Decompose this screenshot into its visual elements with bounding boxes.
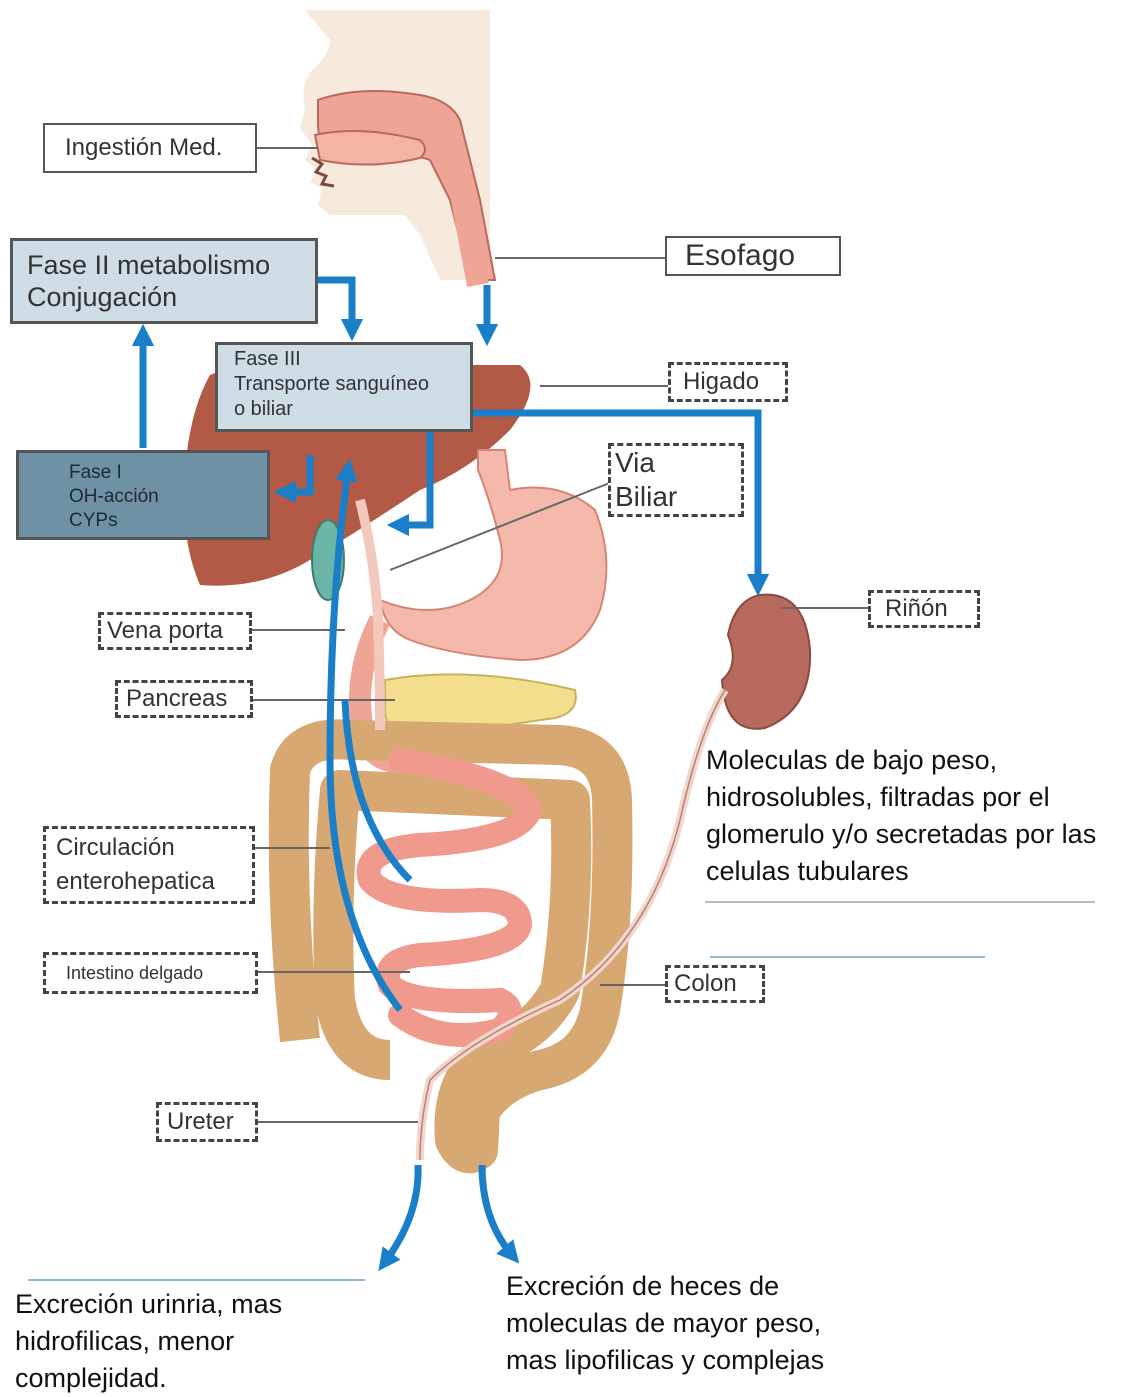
label-higado: Higado [668,362,788,402]
kidney [722,595,810,729]
label-rinon: Riñón [868,590,980,628]
label-intestino: Intestino delgado [43,952,258,994]
arrow-urinary-excretion [385,1165,418,1262]
arrow-fecal-excretion [482,1165,512,1255]
label-ureter: Ureter [156,1102,258,1142]
label-fase2: Fase II metabolismo Conjugación [10,238,318,324]
label-ingestion: Ingestión Med. [43,123,257,173]
label-esofago: Esofago [665,236,841,276]
label-vena-porta: Vena porta [98,612,252,650]
note-urinary-excretion: Excreción urinria, mas hidrofilicas, men… [15,1286,355,1397]
note-kidney-excretion: Moleculas de bajo peso, hidrosolubles, f… [706,742,1131,890]
arrow-fase2-to-liver [318,280,352,330]
label-fase1: Fase I OH-acción CYPs [16,450,270,540]
label-colon: Colon [665,965,765,1003]
label-pancreas: Pancreas [115,680,253,718]
label-fase3: Fase III Transporte sanguíneo o biliar [215,342,473,432]
label-circulacion: Circulación enterohepatica [43,826,255,904]
note-fecal-excretion: Excreción de heces de moleculas de mayor… [506,1268,886,1379]
label-via-biliar: Via Biliar [608,443,744,517]
